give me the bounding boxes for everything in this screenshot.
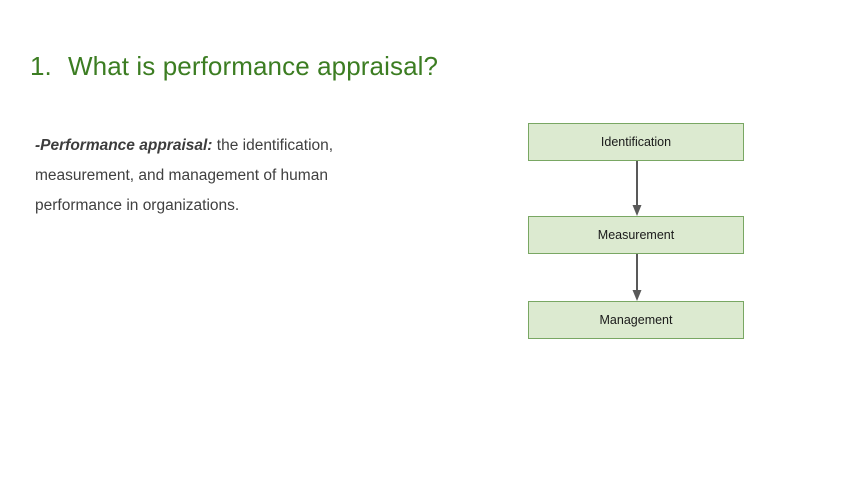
flow-node-identification: Identification [528, 123, 744, 161]
flow-node-measurement: Measurement [528, 216, 744, 254]
flow-node-label: Management [599, 313, 673, 327]
definition-description: the identification, measurement, and man… [35, 137, 334, 214]
flow-node-label: Identification [600, 135, 672, 149]
title-text: What is performance appraisal? [68, 51, 439, 81]
page-title: 1. What is performance appraisal? [30, 50, 590, 82]
definition-paragraph: -Performance appraisal: the identificati… [35, 131, 415, 221]
definition-term: -Performance appraisal: [35, 137, 213, 154]
title-number: 1. [30, 51, 52, 81]
flow-node-label: Measurement [597, 228, 675, 242]
arrow-down-icon [632, 254, 642, 301]
arrow-down-icon [632, 161, 642, 216]
flow-node-management: Management [528, 301, 744, 339]
process-flow-diagram: Identification Measurement Management [528, 123, 744, 339]
